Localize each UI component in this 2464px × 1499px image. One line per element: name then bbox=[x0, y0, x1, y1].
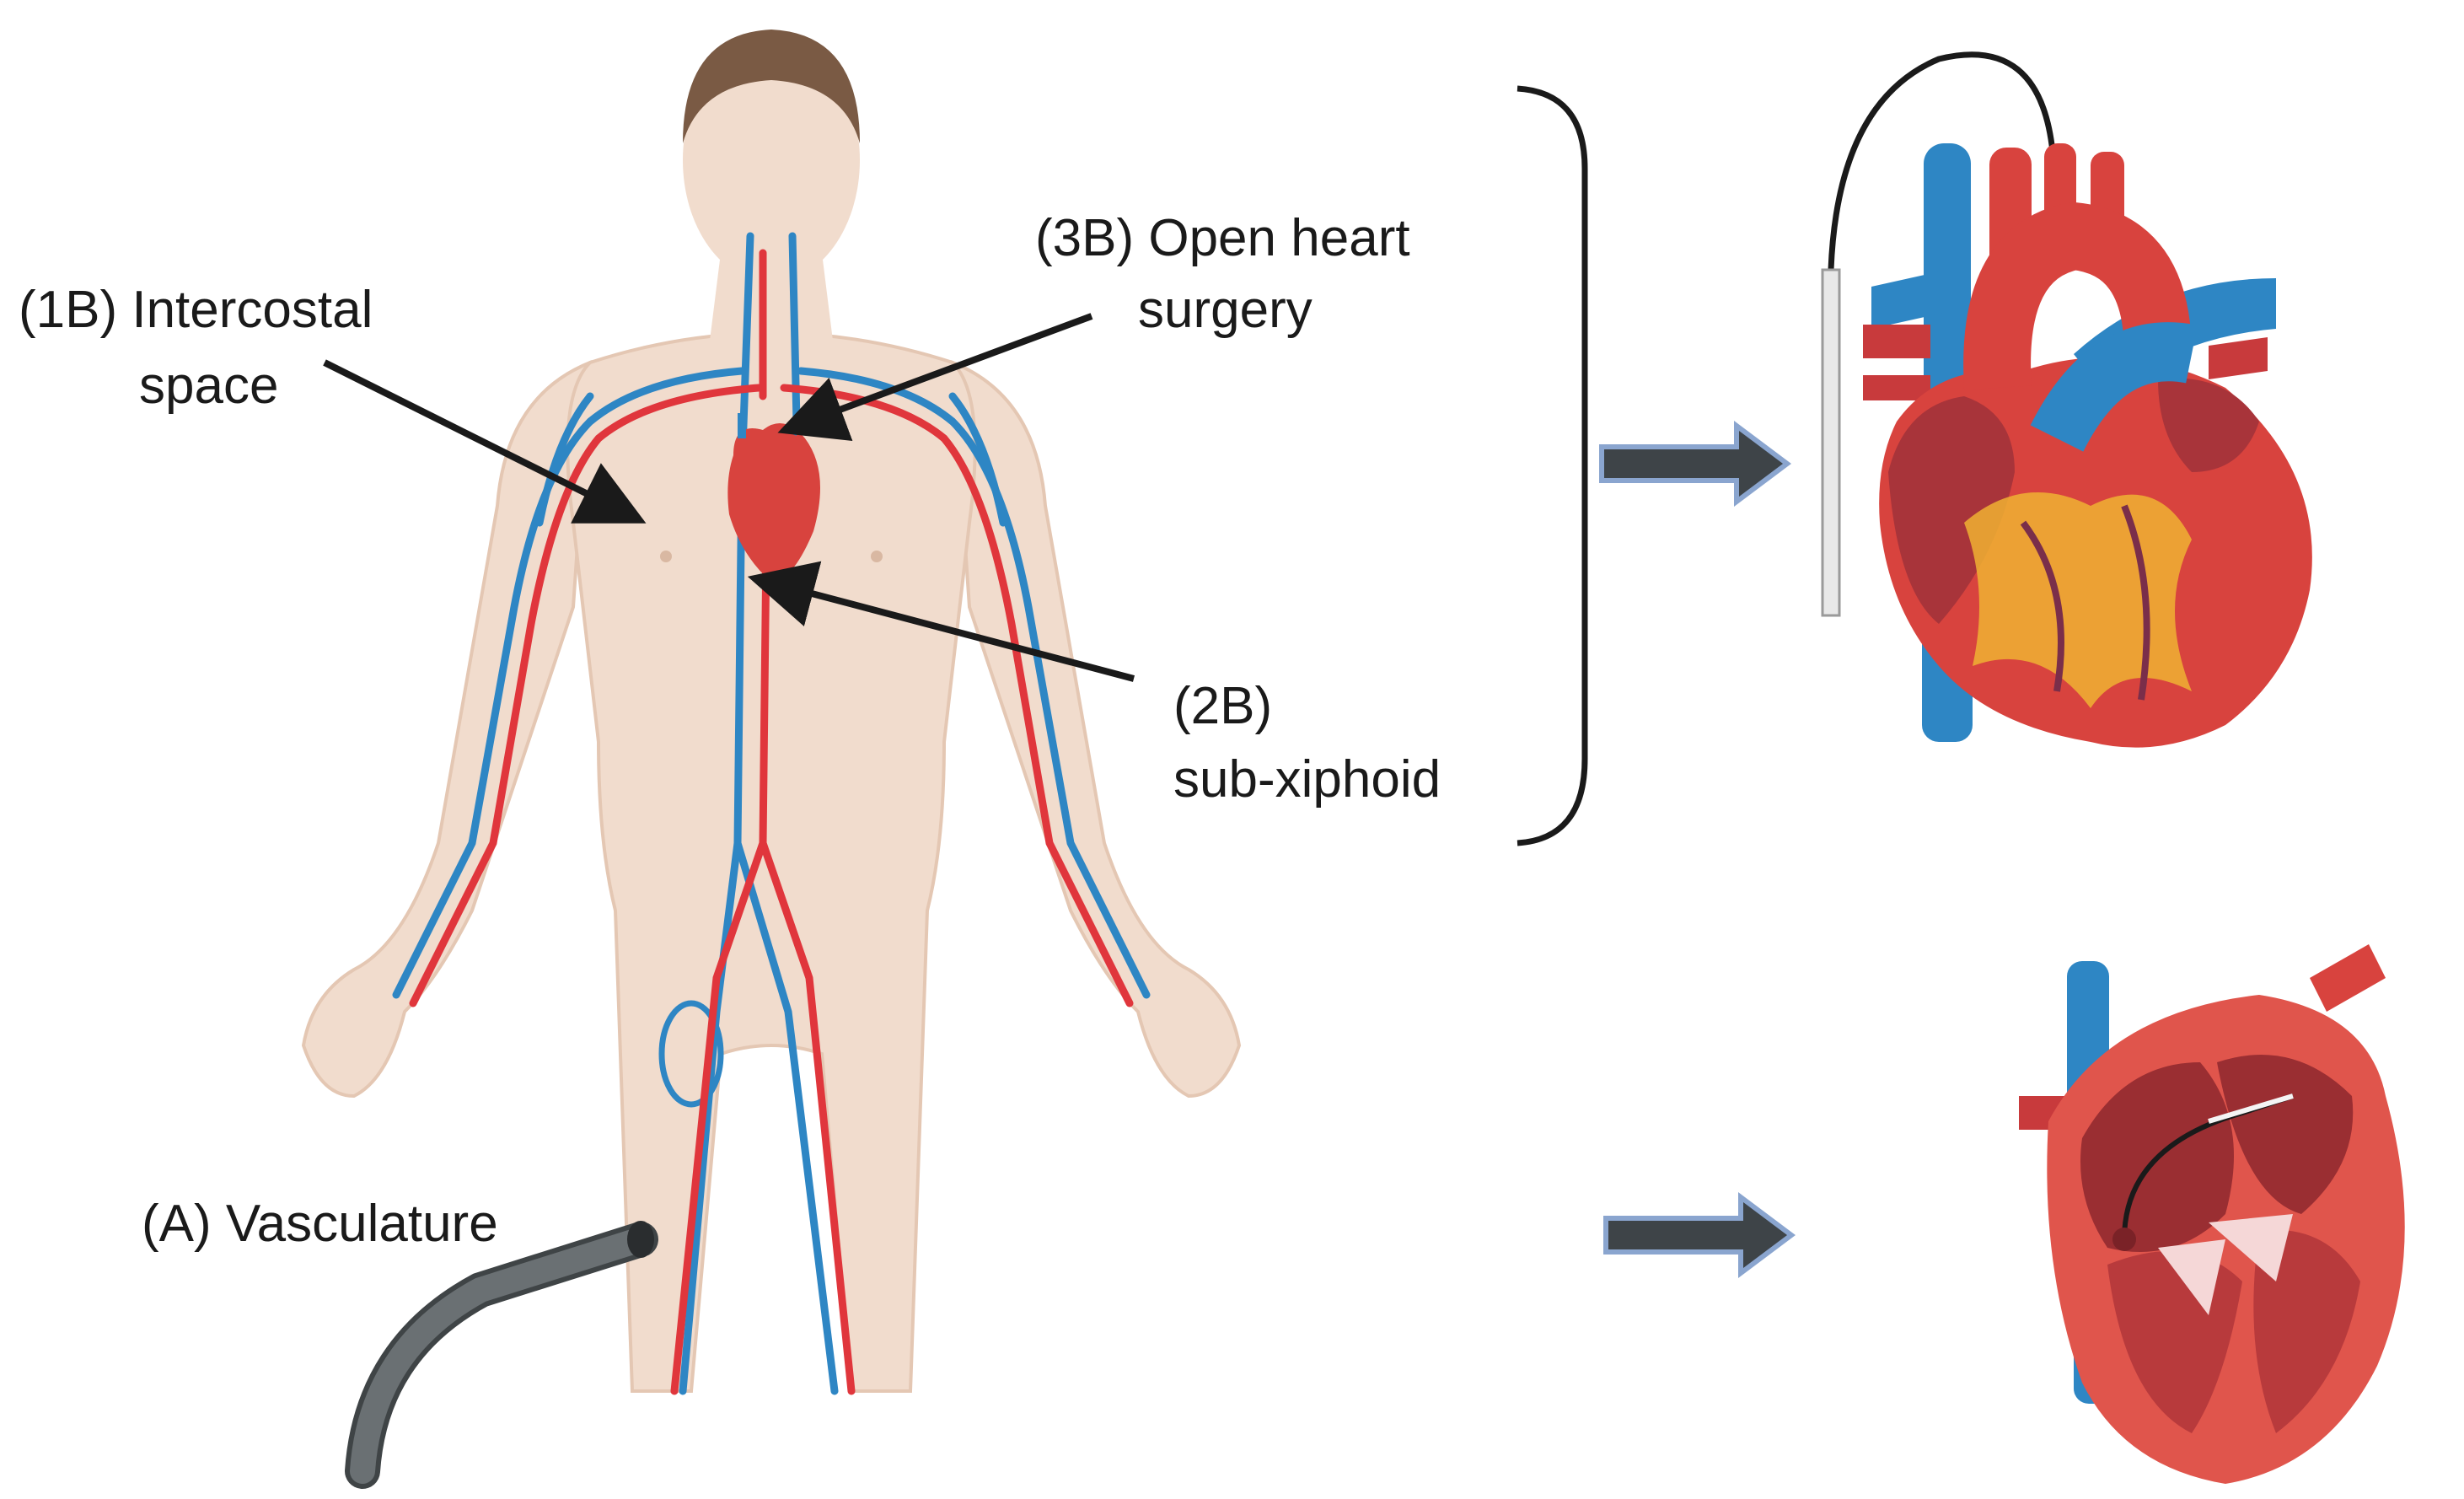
neck bbox=[708, 253, 835, 354]
label-intercostal-line2: space bbox=[139, 357, 278, 415]
label-intercostal: (1B) Intercostal space bbox=[19, 281, 373, 415]
head bbox=[683, 38, 860, 282]
epicardial-lead-sleeve bbox=[1821, 268, 1841, 617]
label-intercostal-line1: (1B) Intercostal bbox=[19, 281, 373, 339]
label-open-heart-line1: (3B) Open heart bbox=[1035, 209, 1410, 267]
veins bbox=[392, 232, 1151, 1395]
subxiphoid-pointer bbox=[747, 561, 1135, 682]
block-arrow-icon-bottom bbox=[1603, 1192, 1796, 1278]
block-arrow-icon-top bbox=[1599, 421, 1791, 507]
label-open-heart-line2: surgery bbox=[1138, 281, 1313, 339]
human-body-circulatory-illustration bbox=[301, 30, 1242, 1395]
hair bbox=[683, 30, 860, 143]
intercostal-pointer bbox=[323, 359, 647, 524]
epicardial-lead-wire bbox=[1828, 51, 2056, 271]
right-arm bbox=[950, 359, 1242, 1099]
label-subxiphoid-line1: (2B) bbox=[1173, 677, 1272, 735]
left-arm bbox=[301, 359, 593, 1099]
label-vasculature: (A) Vasculature bbox=[142, 1195, 498, 1253]
heart-cross-section-with-endocardial-lead-illustration bbox=[2019, 944, 2405, 1484]
label-open-heart: (3B) Open heart surgery bbox=[1035, 209, 1410, 339]
open-heart-pointer bbox=[777, 313, 1093, 441]
heart-exterior-with-epicardial-lead-illustration bbox=[1821, 51, 2312, 748]
label-subxiphoid-line2: sub-xiphoid bbox=[1173, 750, 1441, 809]
bracket-icon bbox=[1517, 85, 1588, 846]
label-subxiphoid: (2B) sub-xiphoid bbox=[1173, 677, 1441, 809]
